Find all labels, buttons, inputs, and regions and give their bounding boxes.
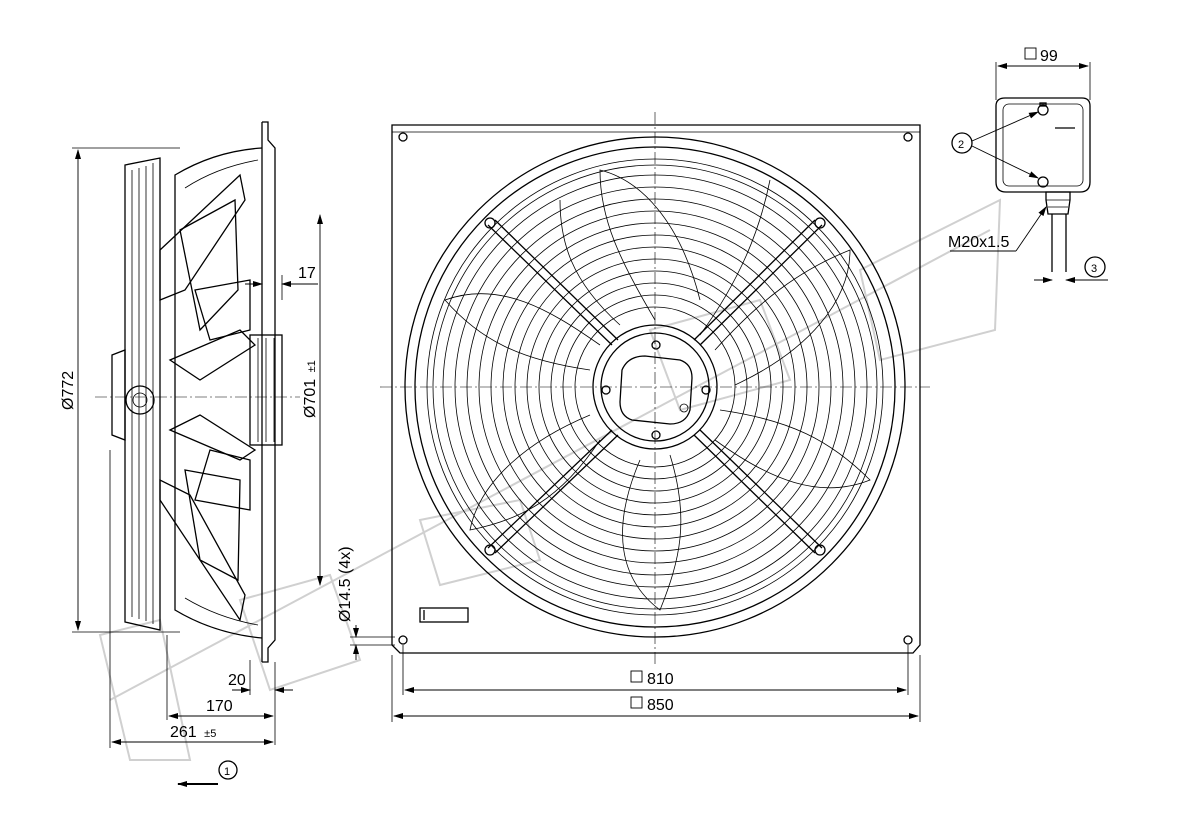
callout-airflow: 1 [224,766,230,778]
corner-mounting-holes [398,132,913,645]
square-mounting-plate [391,124,921,654]
hole-pitch-label: 810 [647,671,674,688]
ring-diameter-label: Ø701 ±1 [302,360,319,418]
front-dimensions: 810 850 [391,645,921,722]
cable-gland-label: M20x1.5 [948,234,1009,251]
cable-gland [1045,191,1071,215]
fan-blades-side [159,173,257,622]
side-view [95,121,300,663]
front-view [380,112,930,665]
fan-blades-front [444,169,871,611]
inlet-ring [174,147,263,639]
guard-struts [484,217,826,556]
depth-inner-label: 170 [206,698,233,715]
motor-fins [111,157,161,631]
callout-cable: 3 [1091,263,1097,275]
depth-total-label: 261 ±5 [170,724,216,741]
plate-size-label: 850 [647,697,674,714]
callout-screws: 2 [958,139,964,151]
hole-diameter-label: Ø14.5 (4x) [337,546,354,622]
terminal-box [995,97,1091,193]
housing-diameter-label: Ø772 [60,371,77,410]
flange-thickness-label: 20 [228,672,246,689]
box-width-label: 99 [1040,48,1058,65]
side-dimensions: Ø772 Ø701 ±1 17 Ø14.5 (4x) 20 170 [60,147,395,787]
nameplate [419,607,469,623]
rotor-hub [249,334,283,446]
mounting-flange [262,121,276,663]
terminal-box-view: 99 2 M20x1.5 3 [948,47,1108,283]
hub-offset-label: 17 [298,265,316,282]
